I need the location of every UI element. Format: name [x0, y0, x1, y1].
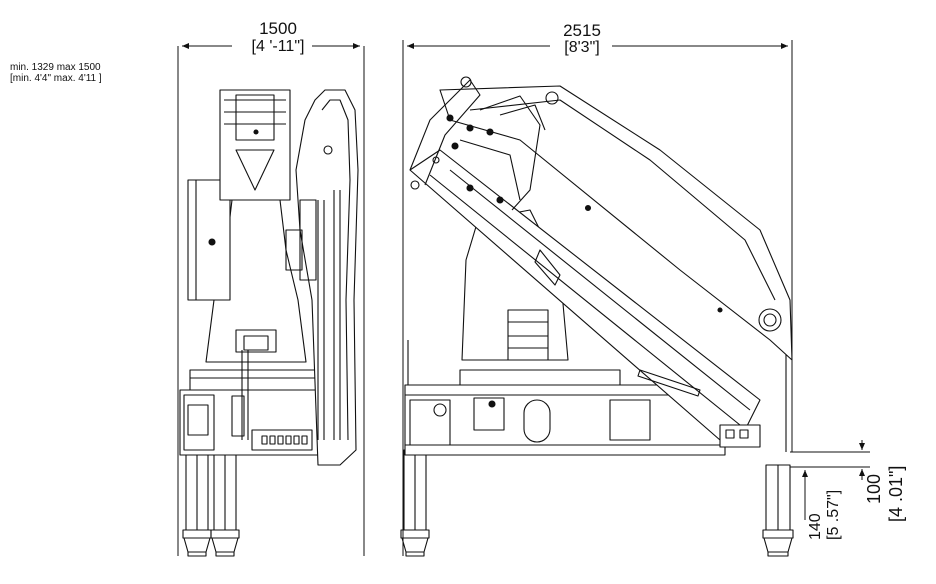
- front-boom-profile: [296, 90, 358, 465]
- crane-front-view: [180, 90, 358, 556]
- front-width-value: 1500: [259, 19, 297, 38]
- front-base-frame: [180, 390, 330, 455]
- side-boom-pivot: [759, 309, 781, 331]
- front-stabilizer-foot-right: [211, 530, 239, 538]
- side-inner-boom: [410, 150, 760, 440]
- side-length-imperial: [8'3"]: [564, 39, 600, 56]
- front-pillar-head: [220, 90, 290, 200]
- side-base-slot: [524, 400, 550, 442]
- side-hydraulic-line: [535, 250, 560, 285]
- crane-side-view: [401, 77, 793, 556]
- front-control-levers: [262, 436, 307, 444]
- side-boom-linkage: [410, 77, 545, 210]
- front-width-imperial: [4 '-11"]: [251, 38, 305, 55]
- side-length-value: 2515: [563, 21, 601, 40]
- width-range-imperial: [min. 4'4" max. 4'11 ]: [10, 73, 102, 84]
- width-range-note: min. 1329 max 1500 [min. 4'4" max. 4'11 …: [10, 62, 102, 84]
- front-stabilizer-foot-left: [183, 530, 211, 538]
- width-range-metric: min. 1329 max 1500: [10, 62, 101, 73]
- side-outer-boom: [440, 86, 792, 360]
- dimension-lines: [178, 40, 870, 556]
